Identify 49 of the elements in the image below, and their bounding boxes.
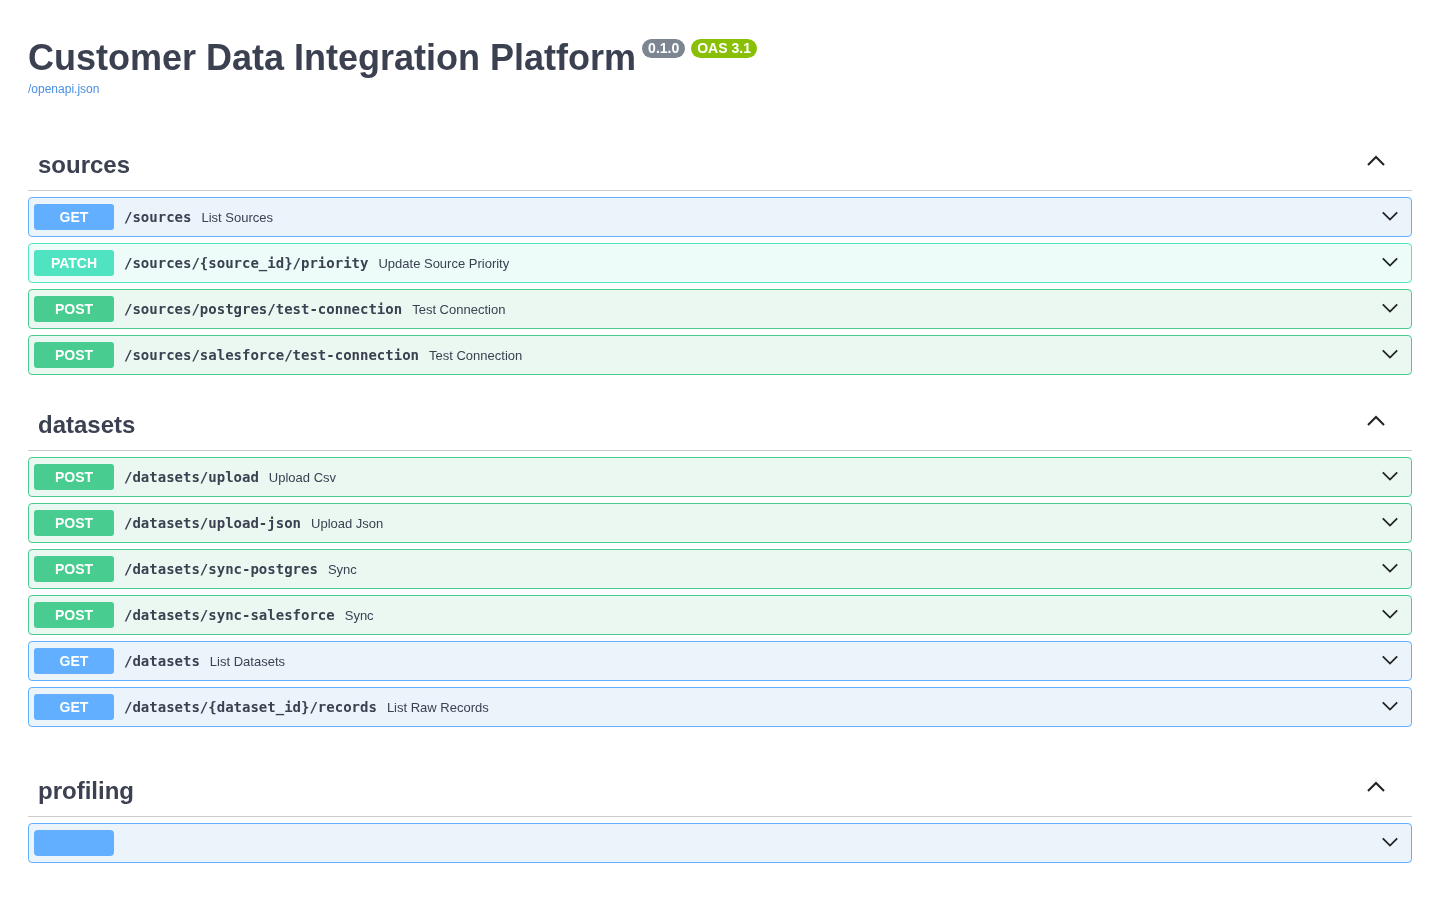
endpoint-row (28, 197, 1412, 237)
method-badge: POST (34, 464, 114, 490)
endpoint-path: /datasets/upload-json (124, 515, 301, 531)
endpoint-row (28, 641, 1412, 681)
endpoint-path: /sources/salesforce/test-connection (124, 347, 419, 363)
endpoint-path: /datasets (124, 653, 200, 669)
endpoint-path: /datasets/sync-salesforce (124, 607, 335, 623)
method-badge: POST (34, 296, 114, 322)
method-badge: GET (34, 648, 114, 674)
endpoint-summary: Sync (327, 561, 357, 577)
endpoint-summary: List Raw Records (386, 699, 489, 715)
endpoint-row (28, 289, 1412, 329)
section-heading: datasets (38, 411, 136, 439)
section-heading: profiling (38, 777, 134, 805)
endpoint-row (28, 687, 1412, 727)
endpoint-summary: Test Connection (429, 347, 523, 363)
method-badge: POST (34, 556, 114, 582)
endpoint-path: /datasets/sync-postgres (124, 561, 318, 577)
method-badge: POST (34, 510, 114, 536)
version-badge: 0.1.0 (642, 39, 686, 58)
endpoint-summary: Test Connection (412, 301, 506, 317)
endpoint-path: /datasets/{dataset_id}/records (124, 699, 377, 715)
method-badge: POST (34, 342, 114, 368)
endpoint-summary: Upload Csv (268, 469, 337, 485)
endpoint-row (28, 503, 1412, 543)
endpoint-row (28, 549, 1412, 589)
endpoint-summary: List Sources (201, 209, 273, 225)
endpoint-summary: Upload Json (311, 515, 384, 531)
endpoint-path: /sources/{source_id}/priority (124, 255, 369, 271)
method-badge (34, 830, 114, 856)
version-badge: OAS 3.1 (691, 39, 757, 58)
endpoint-path: /sources (124, 209, 192, 225)
endpoint-row (28, 243, 1412, 283)
endpoint-summary: Sync (344, 607, 374, 623)
endpoint-path: /sources/postgres/test-connection (124, 301, 403, 317)
endpoint-row (28, 335, 1412, 375)
method-badge: GET (34, 694, 114, 720)
method-badge: PATCH (34, 250, 114, 276)
method-badge: POST (34, 602, 114, 628)
endpoint-row (28, 595, 1412, 635)
endpoint-row (28, 457, 1412, 497)
page-title: Customer Data Integration Platform (28, 36, 637, 80)
endpoint-summary: Update Source Priority (378, 255, 510, 271)
spec-link: /openapi.json (28, 82, 100, 96)
endpoint-summary: List Datasets (209, 653, 285, 669)
method-badge: GET (34, 204, 114, 230)
endpoint-path: /datasets/upload (124, 469, 259, 485)
endpoint-row (28, 823, 1412, 863)
section-heading: sources (38, 151, 131, 179)
